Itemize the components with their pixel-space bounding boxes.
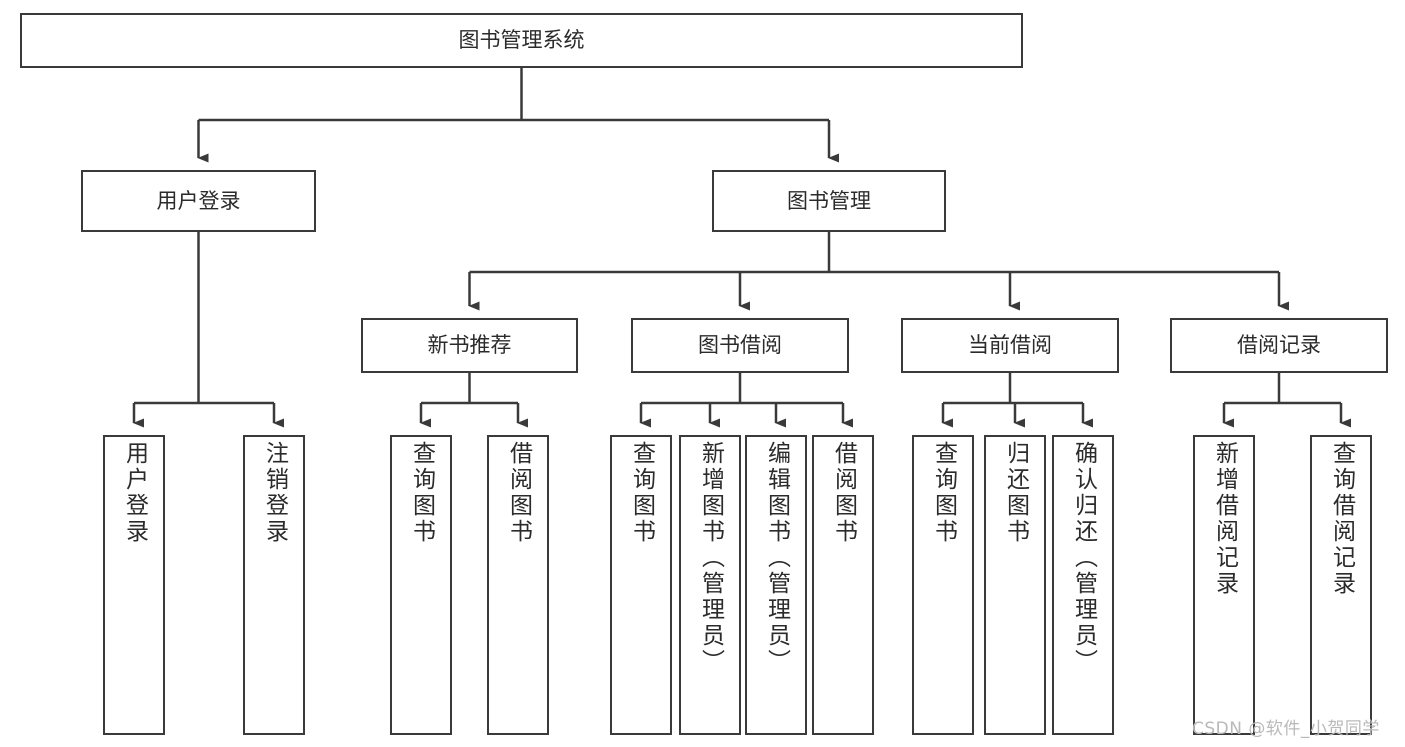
- node-label: 注销登录: [261, 441, 288, 545]
- node-book-borrow[interactable]: 图书借阅: [631, 318, 849, 373]
- node-leaf-logout[interactable]: 注销登录: [243, 435, 305, 735]
- node-leaf-return-book[interactable]: 归还图书: [984, 435, 1046, 735]
- node-leaf-borrow-book-rec[interactable]: 借阅图书: [487, 435, 549, 735]
- node-leaf-add-book[interactable]: 新增图书（管理员）: [679, 435, 741, 735]
- node-label: 新增借阅记录: [1211, 441, 1238, 597]
- node-label: 图书管理系统: [458, 28, 585, 53]
- node-label: 编辑图书（管理员）: [763, 441, 790, 675]
- node-label: 归还图书: [1002, 441, 1029, 545]
- node-label: 借阅记录: [1237, 333, 1321, 358]
- node-label: 借阅图书: [505, 441, 532, 545]
- node-leaf-query-book-rec[interactable]: 查询图书: [390, 435, 452, 735]
- node-label: 用户登录: [156, 188, 241, 213]
- node-leaf-query-record[interactable]: 查询借阅记录: [1310, 435, 1372, 735]
- csdn-watermark: CSDN @软件_小贺同学: [1192, 719, 1380, 739]
- node-leaf-borrow-book[interactable]: 借阅图书: [812, 435, 874, 735]
- node-leaf-confirm-return[interactable]: 确认归还（管理员）: [1052, 435, 1114, 735]
- node-label: 用户登录: [121, 441, 148, 545]
- node-label: 查询图书: [628, 441, 655, 545]
- node-label: 查询图书: [930, 441, 957, 545]
- node-label: 新增图书（管理员）: [697, 441, 724, 675]
- node-label: 当前借阅: [968, 333, 1052, 358]
- node-label: 新书推荐: [427, 333, 512, 358]
- node-new-book-rec[interactable]: 新书推荐: [361, 318, 578, 373]
- node-current-borrow[interactable]: 当前借阅: [901, 318, 1119, 373]
- node-label: 借阅图书: [830, 441, 857, 545]
- node-label: 查询借阅记录: [1328, 441, 1355, 597]
- node-leaf-query-book-borrow[interactable]: 查询图书: [610, 435, 672, 735]
- node-user-login[interactable]: 用户登录: [81, 170, 316, 232]
- node-label: 确认归还（管理员）: [1070, 441, 1097, 675]
- node-label: 图书管理: [787, 188, 871, 213]
- node-leaf-edit-book[interactable]: 编辑图书（管理员）: [745, 435, 807, 735]
- node-borrow-record[interactable]: 借阅记录: [1170, 318, 1388, 373]
- node-label: 图书借阅: [698, 333, 782, 358]
- node-leaf-user-login[interactable]: 用户登录: [103, 435, 165, 735]
- node-root[interactable]: 图书管理系统: [20, 13, 1023, 68]
- node-book-manage[interactable]: 图书管理: [712, 170, 946, 232]
- node-label: 查询图书: [408, 441, 435, 545]
- node-leaf-add-record[interactable]: 新增借阅记录: [1193, 435, 1255, 735]
- node-leaf-query-book-cur[interactable]: 查询图书: [912, 435, 974, 735]
